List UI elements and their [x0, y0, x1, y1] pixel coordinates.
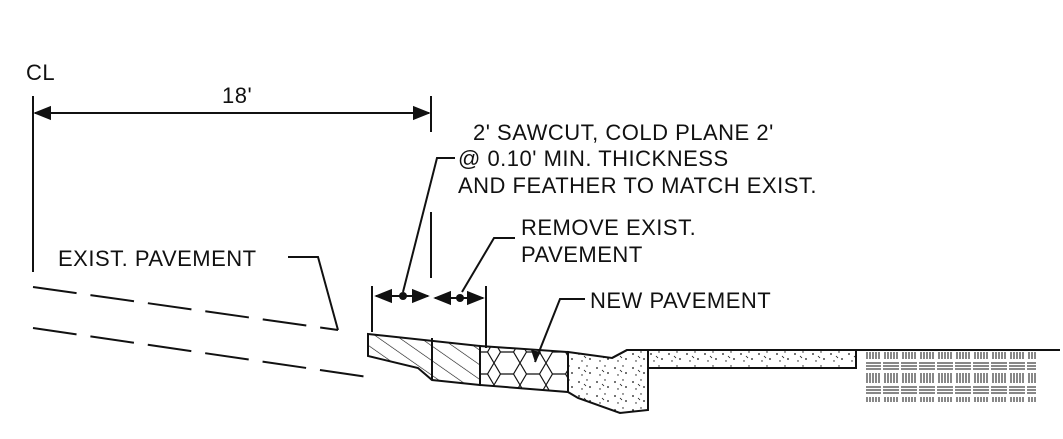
sawcut-note: 2' SAWCUT, COLD PLANE 2' @ 0.10' MIN. TH…	[402, 120, 817, 293]
cold-plane-zone	[367, 332, 481, 387]
remove-note-line1: REMOVE EXIST.	[521, 215, 696, 240]
exist-pavement-callout: EXIST. PAVEMENT	[58, 246, 339, 331]
exist-pavement-label: EXIST. PAVEMENT	[58, 246, 257, 271]
remove-note-line2: PAVEMENT	[521, 242, 643, 267]
dimension-18ft: 18'	[33, 83, 432, 278]
curb-base	[567, 349, 649, 415]
remove-note: REMOVE EXIST. PAVEMENT	[461, 215, 696, 293]
dimension-label: 18'	[222, 83, 252, 108]
sawcut-dimension	[371, 286, 487, 348]
new-pavement-zone	[479, 344, 569, 394]
sawcut-note-line1: 2' SAWCUT, COLD PLANE 2'	[473, 120, 774, 145]
new-pavement-callout: NEW PAVEMENT	[531, 288, 771, 363]
sawcut-note-line2: @ 0.10' MIN. THICKNESS	[458, 146, 729, 171]
existing-surface-lines	[32, 286, 369, 378]
centerline-marker: CL	[26, 60, 55, 272]
centerline-label: CL	[26, 60, 55, 85]
sidewalk-slab	[647, 349, 857, 369]
sawcut-note-line3: AND FEATHER TO MATCH EXIST.	[458, 173, 817, 198]
new-pavement-label: NEW PAVEMENT	[590, 288, 771, 313]
brick-zone	[648, 349, 1060, 402]
